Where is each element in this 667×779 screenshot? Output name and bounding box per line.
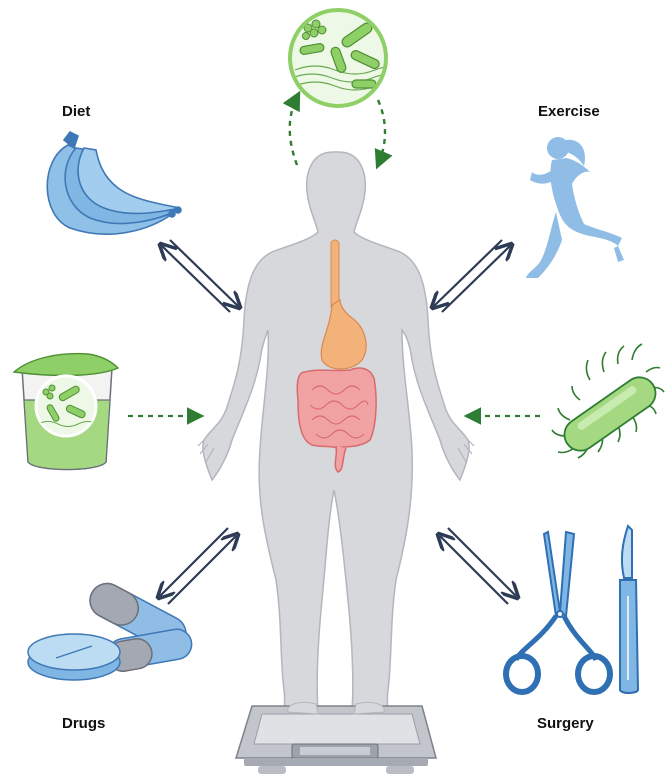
- intestines: [297, 368, 376, 448]
- label-diet: Diet: [62, 103, 90, 120]
- bananas-icon: [47, 132, 181, 234]
- microbiome-circle-icon: [290, 10, 415, 106]
- runner-icon: [526, 137, 624, 278]
- diet-body-arrows: [162, 240, 238, 312]
- label-exercise: Exercise: [538, 103, 600, 120]
- exercise-body-arrows: [434, 240, 510, 312]
- surgery-body-arrows: [440, 528, 516, 604]
- bacterium-icon: [552, 344, 664, 458]
- label-drugs: Drugs: [62, 715, 105, 732]
- yogurt-cup-icon: [14, 354, 118, 470]
- weighing-scale-icon: [236, 702, 436, 774]
- label-surgery: Surgery: [537, 715, 594, 732]
- drugs-body-arrows: [160, 528, 236, 604]
- pills-icon: [28, 578, 194, 680]
- surgical-tools-icon: [506, 526, 638, 693]
